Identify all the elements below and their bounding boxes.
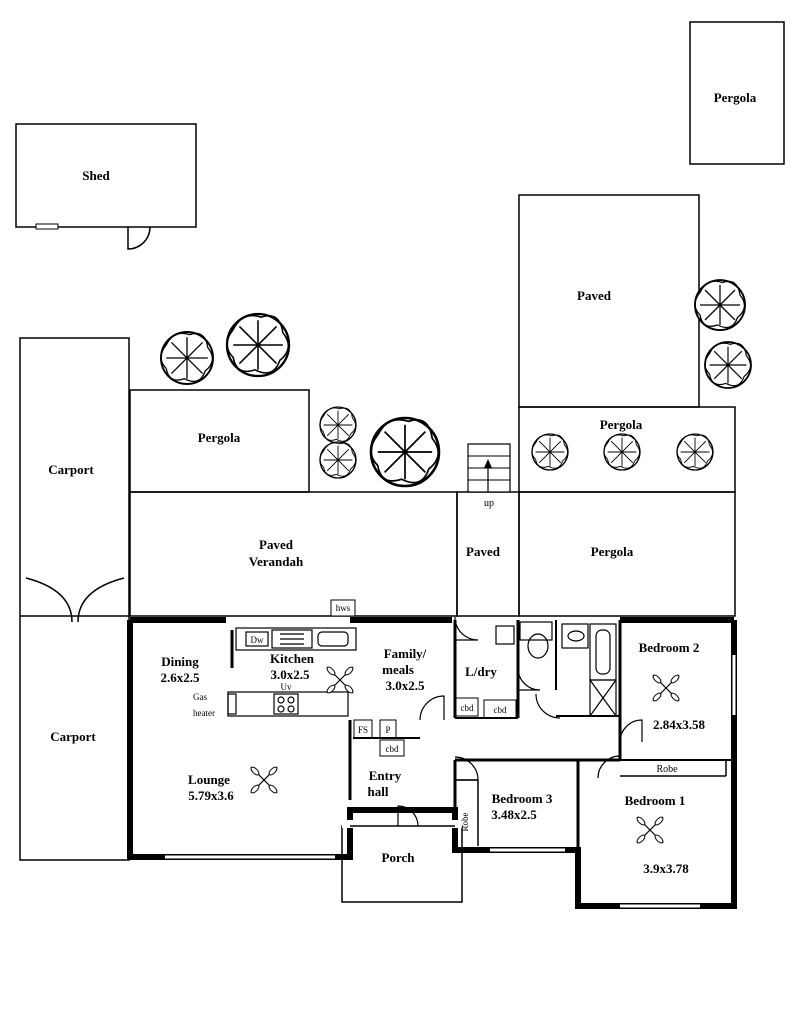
fs-label: FS [358, 725, 368, 735]
paved-verandah-label-2: Verandah [249, 554, 304, 569]
tree-icon [160, 279, 752, 488]
stairs [467, 443, 511, 493]
family-label-2: meals [382, 662, 414, 677]
cbd-label-3: cbd [386, 744, 399, 754]
shed [15, 123, 197, 228]
gas-heater-label-2: heater [193, 708, 215, 718]
doors [419, 616, 643, 781]
p-label: P [385, 725, 390, 735]
laundry-label: L/dry [465, 664, 497, 679]
carport-upper-label: Carport [48, 462, 94, 477]
pergola-top-label: Pergola [714, 90, 757, 105]
porch-label: Porch [382, 850, 416, 865]
shed-label: Shed [82, 168, 110, 183]
kitchen-label: Kitchen [270, 651, 315, 666]
bedroom1-label: Bedroom 1 [625, 793, 686, 808]
pergola-right-label: Pergola [591, 544, 634, 559]
bedroom2-size: 2.84x3.58 [653, 717, 706, 732]
pergola-top [689, 21, 785, 165]
paved-mid-label: Paved [466, 544, 501, 559]
hws-label: hws [336, 603, 351, 613]
family-size: 3.0x2.5 [386, 678, 426, 693]
entry-hall-label-2: hall [368, 784, 389, 799]
dining-label: Dining [161, 654, 199, 669]
kitchen-size: 3.0x2.5 [271, 667, 311, 682]
carport-lower-label: Carport [50, 729, 96, 744]
bedroom2-label: Bedroom 2 [639, 640, 700, 655]
paved-verandah-label: Paved [259, 537, 294, 552]
bedroom3-label: Bedroom 3 [492, 791, 553, 806]
entry-hall-label: Entry [369, 768, 402, 783]
pergola-left-label: Pergola [198, 430, 241, 445]
dining-size: 2.6x2.5 [161, 670, 201, 685]
cbd-label-2: cbd [494, 705, 507, 715]
robe-label-2: Robe [656, 764, 678, 775]
pergola-mid-label: Pergola [600, 417, 643, 432]
paved-top-label: Paved [577, 288, 612, 303]
pergola-right [518, 491, 736, 617]
bathroom-fixtures [495, 621, 617, 717]
robe-label: Robe [460, 812, 470, 831]
gas-heater-label: Gas [193, 692, 207, 702]
bedroom1-size: 3.9x3.78 [643, 861, 689, 876]
dw-label: Dw [251, 635, 264, 645]
stair-up-label: up [484, 498, 494, 509]
kitchen-bench [227, 627, 357, 717]
cbd-label: cbd [461, 703, 474, 713]
lounge-size: 5.79x3.6 [188, 788, 234, 803]
house-walls [127, 617, 737, 909]
bedroom3-size: 3.48x2.5 [491, 807, 537, 822]
lounge-label: Lounge [188, 772, 230, 787]
carport [19, 337, 130, 861]
family-label: Family/ [384, 646, 427, 661]
uv-label: Uv [281, 682, 292, 692]
